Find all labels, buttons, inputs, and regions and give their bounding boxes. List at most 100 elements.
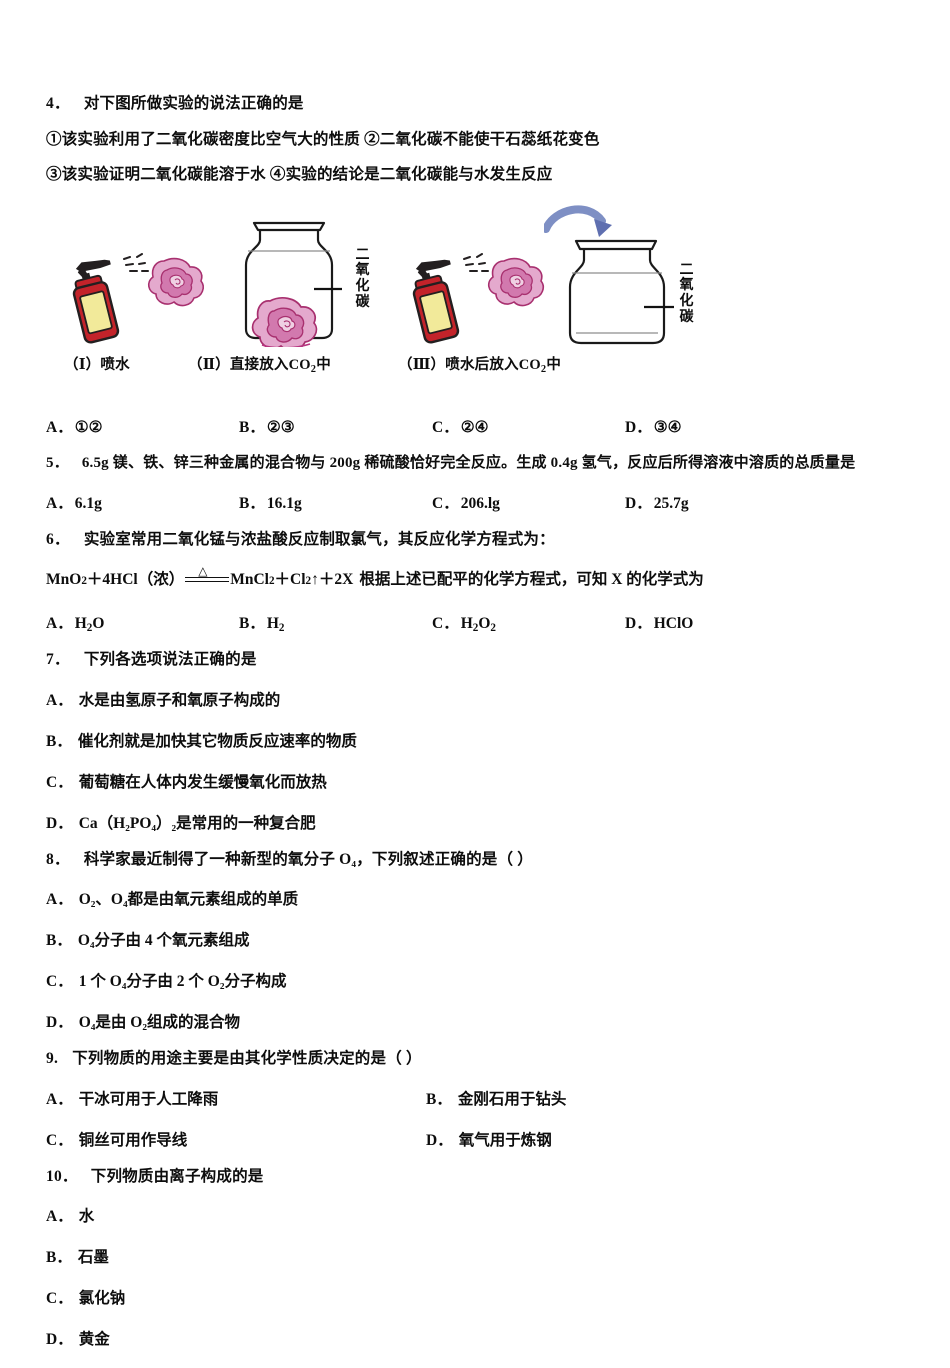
q9-option-c[interactable]: C．铜丝可用作导线 [46, 1128, 426, 1150]
q8-option-b[interactable]: B．O₄分子由 4 个氧元素组成 [46, 928, 914, 950]
question-4: 4． 对下图所做实验的说法正确的是 ①该实验利用了二氧化碳密度比空气大的性质 ②… [46, 96, 914, 437]
q4-option-d[interactable]: D．③④ [625, 415, 818, 437]
q9-options-row-1: A．干冰可用于人工降雨 B．金刚石用于钻头 [46, 1087, 914, 1109]
option-text: 6.1g [74, 494, 102, 512]
option-subscript: 2 [86, 622, 93, 635]
option-label: D． [625, 418, 652, 436]
option-text: 黄金 [78, 1331, 110, 1348]
figure-caption-2: （Ⅱ）直接放入CO2中 [188, 353, 331, 375]
q5-option-c[interactable]: C．206.lg [432, 491, 625, 513]
jar-label-char: 碳 [355, 294, 370, 310]
q9-option-d[interactable]: D．氧气用于炼钢 [426, 1128, 806, 1150]
q5-option-b[interactable]: B．16.1g [239, 491, 432, 513]
option-label: A． [46, 1090, 73, 1108]
option-text: 水是由氢原子和氧原子构成的 [78, 691, 281, 709]
q4-option-b[interactable]: B．②③ [239, 415, 432, 437]
option-label: D． [426, 1131, 453, 1149]
q10-option-b[interactable]: B．石墨 [46, 1245, 914, 1267]
option-text: ②③ [266, 418, 295, 436]
option-label: C． [46, 773, 73, 791]
q4-option-a[interactable]: A．①② [46, 415, 239, 437]
gas-jar-empty-illustration [542, 205, 674, 344]
q8-option-c[interactable]: C．1 个 O₄分子由 2 个 O₂分子构成 [46, 969, 914, 991]
q9-options-row-2: C．铜丝可用作导线 D．氧气用于炼钢 [46, 1128, 914, 1150]
option-label: C． [432, 418, 459, 436]
spray-droplets-icon [123, 252, 149, 272]
option-text: 25.7g [653, 494, 689, 512]
option-text: O₄是由 O₂组成的混合物 [78, 1014, 240, 1031]
q8-options: A．O₂、O₄都是由氧元素组成的单质 B．O₄分子由 4 个氧元素组成 C．1 … [46, 887, 914, 1032]
question-8: 8． 科学家最近制得了一种新型的氧分子 O₄，下列叙述正确的是（ ） A．O₂、… [46, 850, 914, 1033]
option-label: B． [46, 732, 72, 750]
jar-label-char: 碳 [679, 309, 694, 325]
q7-options: A．水是由氢原子和氧原子构成的 B．催化剂就是加快其它物质反应速率的物质 C．葡… [46, 688, 914, 833]
q8-stem-text: 科学家最近制得了一种新型的氧分子 O₄，下列叙述正确的是（ ） [83, 850, 533, 868]
q5-options: A．6.1g B．16.1g C．206.lg D．25.7g [46, 491, 914, 513]
q7-option-b[interactable]: B．催化剂就是加快其它物质反应速率的物质 [46, 729, 914, 751]
q6-number: 6． [46, 530, 70, 548]
q8-option-a[interactable]: A．O₂、O₄都是由氧元素组成的单质 [46, 887, 914, 909]
q10-option-d[interactable]: D． 黄金 [46, 1327, 914, 1349]
q9-option-a[interactable]: A．干冰可用于人工降雨 [46, 1087, 426, 1109]
option-text: 水 [78, 1208, 95, 1225]
q5-option-d[interactable]: D．25.7g [625, 491, 818, 513]
q6-option-b[interactable]: B．H2 [239, 611, 432, 634]
q10-number: 10． [46, 1167, 78, 1185]
spray-bottle-icon-2 [412, 259, 460, 344]
q4-figure: （Ⅰ）喷水 [46, 203, 914, 391]
option-label: A． [46, 494, 73, 512]
q7-option-d[interactable]: D．Ca（H₂PO₄）₂是常用的一种复合肥 [46, 811, 914, 833]
option-text: HClO [653, 615, 694, 632]
option-text: H [74, 615, 87, 632]
q6-option-d[interactable]: D．HClO [625, 611, 818, 633]
figure-panel-3-jar [542, 203, 694, 352]
spray-droplets-icon-2 [463, 252, 489, 272]
option-label: D． [46, 814, 73, 832]
figure-jar-label-2: 二 氧 化 碳 [354, 248, 371, 311]
q10-option-c[interactable]: C．氯化钠 [46, 1286, 914, 1308]
caption-suffix: 中 [316, 356, 331, 373]
option-text: 石墨 [77, 1249, 109, 1266]
delta-symbol: △ [198, 564, 208, 578]
caption-subscript: 2 [540, 363, 547, 375]
q6-options: A．H2O B．H2 C．H2O2 D．HClO [46, 611, 914, 635]
question-10: 10． 下列物质由离子构成的是 A．水 B．石墨 C．氯化钠 D．黄金 [46, 1167, 914, 1350]
option-label: C． [432, 615, 459, 632]
rose-flower-in-jar-icon [251, 296, 318, 351]
option-label: D． [46, 1014, 73, 1031]
option-subscript: 2 [472, 622, 479, 635]
q4-options: A．①② B．②③ C．②④ D．③④ [46, 415, 914, 437]
q8-option-d[interactable]: D． O₄是由 O₂组成的混合物 [46, 1010, 914, 1032]
caption-formula: CO [288, 356, 311, 373]
q9-option-b[interactable]: B．金刚石用于钻头 [426, 1087, 806, 1109]
q6-option-c[interactable]: C．H2O2 [432, 611, 625, 635]
option-label: A． [46, 1208, 73, 1225]
caption-prefix: （Ⅱ）直接放入 [188, 356, 289, 373]
q10-option-a[interactable]: A． 水 [46, 1204, 914, 1226]
option-label: B． [239, 494, 265, 512]
q7-option-c[interactable]: C．葡萄糖在人体内发生缓慢氧化而放热 [46, 770, 914, 792]
q4-stem: 4． 对下图所做实验的说法正确的是 [46, 96, 914, 112]
jar-label-char: 二 [679, 262, 694, 278]
option-label: D． [46, 1331, 73, 1348]
caption-subscript: 2 [310, 363, 317, 375]
gas-jar-with-flower-illustration [244, 221, 342, 351]
option-label: A． [46, 891, 73, 908]
q4-option-c[interactable]: C．②④ [432, 415, 625, 437]
option-text-2: O [92, 615, 105, 632]
q4-stem-text: 对下图所做实验的说法正确的是 [83, 95, 304, 112]
q9-stem-text: 下列物质的用途主要是由其化学性质决定的是（ ） [72, 1050, 422, 1067]
q5-option-a[interactable]: A．6.1g [46, 491, 239, 513]
q5-stem-text: 6.5g 镁、铁、锌三种金属的混合物与 200g 稀硫酸恰好完全反应。生成 0.… [81, 454, 856, 471]
jar-label-char: 二 [355, 247, 370, 263]
question-7: 7． 下列各选项说法正确的是 A．水是由氢原子和氧原子构成的 B．催化剂就是加快… [46, 652, 914, 833]
figure-panel-3 [398, 237, 558, 352]
caption-suffix: 中 [546, 356, 562, 373]
question-5: 5． 6.5g 镁、铁、锌三种金属的混合物与 200g 稀硫酸恰好完全反应。生成… [46, 454, 914, 513]
option-label: B． [426, 1090, 452, 1108]
q6-option-a[interactable]: A．H2O [46, 611, 239, 635]
q7-option-a[interactable]: A．水是由氢原子和氧原子构成的 [46, 688, 914, 710]
option-text: O₄分子由 4 个氧元素组成 [77, 932, 250, 949]
option-text: H [266, 615, 279, 632]
